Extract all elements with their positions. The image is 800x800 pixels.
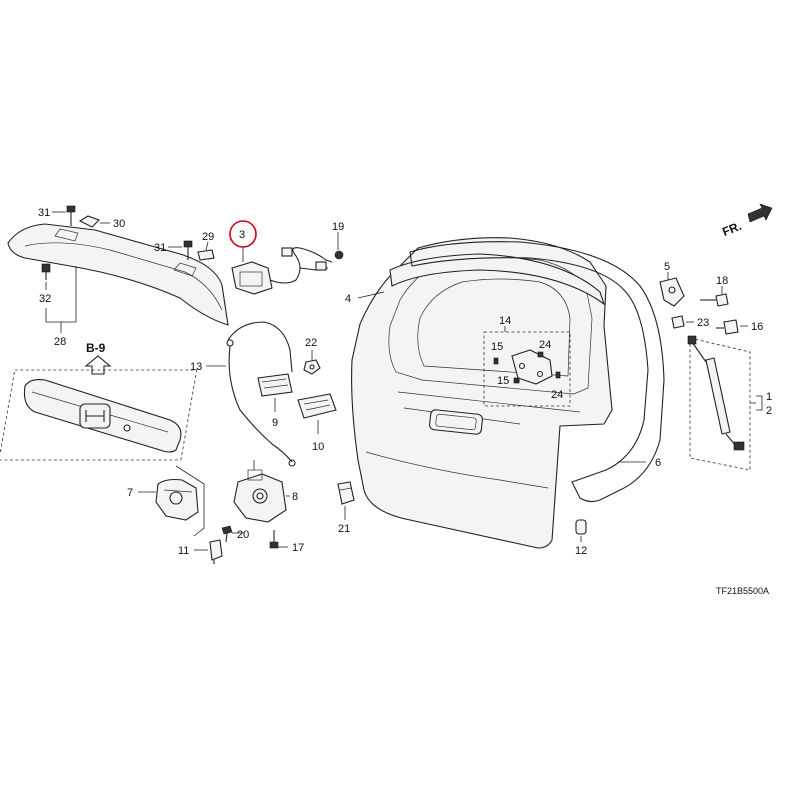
stopper-12 — [575, 519, 587, 535]
label-22: 22 — [305, 337, 317, 349]
label-15-top: 15 — [491, 341, 503, 353]
hinge-5 — [659, 277, 685, 307]
label-28: 28 — [54, 336, 66, 348]
label-16: 16 — [751, 321, 763, 333]
handle-switch-10 — [297, 393, 337, 419]
rear-spoiler — [7, 223, 229, 326]
label-32: 32 — [39, 293, 51, 305]
reference-arrow — [84, 355, 112, 375]
bolt-16 — [716, 319, 739, 335]
hinge-box-14 — [483, 331, 571, 407]
label-7: 7 — [127, 487, 133, 499]
bolt-18 — [700, 293, 729, 307]
label-5: 5 — [664, 261, 670, 273]
highlight-circle-3 — [229, 220, 257, 248]
label-4: 4 — [345, 293, 351, 305]
hinge-14 — [493, 349, 561, 385]
label-31-top: 31 — [38, 207, 50, 219]
label-14: 14 — [499, 315, 511, 327]
label-11: 11 — [178, 545, 189, 557]
label-23: 23 — [697, 317, 709, 329]
emblem — [79, 403, 111, 429]
label-15-bottom: 15 — [497, 375, 509, 387]
label-12: 12 — [575, 545, 587, 557]
front-direction-arrow — [747, 203, 773, 223]
label-1: 1 — [766, 391, 772, 403]
reference-label: B-9 — [86, 341, 106, 355]
label-21: 21 — [338, 523, 350, 535]
label-10: 10 — [312, 441, 324, 453]
latch-8 — [233, 469, 287, 523]
garnish-clip — [123, 424, 131, 432]
label-24-bottom: 24 — [551, 389, 563, 401]
clip-30 — [78, 215, 100, 228]
emblem-garnish-box — [0, 369, 198, 461]
label-20: 20 — [237, 529, 249, 541]
cable-13 — [226, 321, 296, 467]
nut-32 — [41, 263, 51, 280]
label-9: 9 — [272, 417, 278, 429]
stopper-21 — [337, 481, 355, 505]
label-18: 18 — [716, 275, 728, 287]
label-17: 17 — [292, 542, 304, 554]
latch-7 — [155, 478, 199, 521]
tailgate-4 — [351, 237, 613, 549]
nut-22 — [303, 359, 321, 375]
label-31-mid: 31 — [154, 242, 166, 254]
label-8: 8 — [292, 491, 298, 503]
label-30: 30 — [113, 218, 125, 230]
bolt-31-top — [66, 205, 76, 226]
label-24-top: 24 — [539, 339, 551, 351]
label-13: 13 — [190, 361, 202, 373]
diagram-code: TF21B5500A — [716, 586, 769, 596]
front-direction-label: FR. — [720, 219, 743, 239]
bracket-11 — [209, 539, 223, 564]
switch-9 — [257, 373, 293, 397]
bolt-31-mid — [183, 240, 193, 260]
strut-box — [689, 337, 751, 471]
label-3: 3 — [239, 229, 245, 241]
switch-3 — [231, 261, 273, 295]
nut-23 — [671, 315, 685, 329]
gas-strut — [687, 335, 745, 451]
bolt-20 — [221, 525, 233, 543]
harness-19 — [269, 247, 344, 284]
label-6: 6 — [655, 457, 661, 469]
clip-29 — [197, 249, 215, 261]
label-19: 19 — [332, 221, 344, 233]
label-29: 29 — [202, 231, 214, 243]
label-2: 2 — [766, 405, 772, 417]
weatherstrip-6 — [409, 241, 665, 503]
bolt-17 — [269, 530, 279, 549]
